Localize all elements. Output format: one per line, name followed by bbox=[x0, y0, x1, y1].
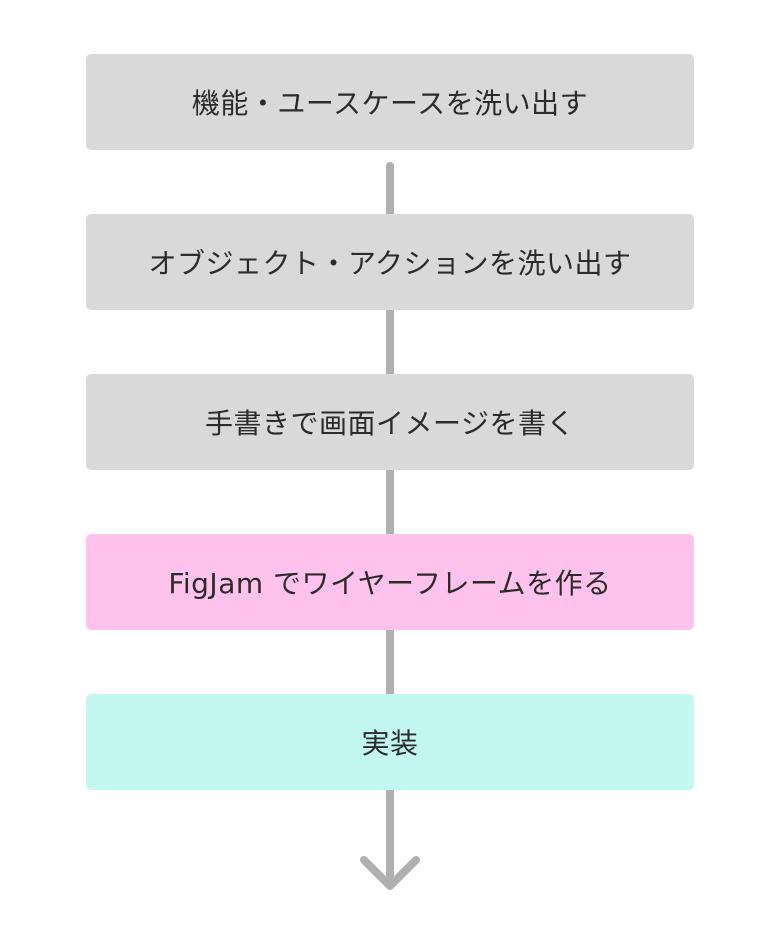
step-label: 実装 bbox=[361, 727, 419, 760]
step-wireframe: FigJam でワイヤーフレームを作る bbox=[86, 534, 694, 630]
step-label: FigJam でワイヤーフレームを作る bbox=[168, 567, 612, 600]
step-implement: 実装 bbox=[86, 694, 694, 790]
step-label: 機能・ユースケースを洗い出す bbox=[191, 87, 589, 120]
step-sketch-screens: 手書きで画面イメージを書く bbox=[86, 374, 694, 470]
step-list-features: 機能・ユースケースを洗い出す bbox=[86, 54, 694, 150]
step-list-objects: オブジェクト・アクションを洗い出す bbox=[86, 214, 694, 310]
arrow-down-icon bbox=[360, 856, 420, 890]
step-label: 手書きで画面イメージを書く bbox=[205, 407, 575, 440]
step-label: オブジェクト・アクションを洗い出す bbox=[148, 247, 632, 280]
